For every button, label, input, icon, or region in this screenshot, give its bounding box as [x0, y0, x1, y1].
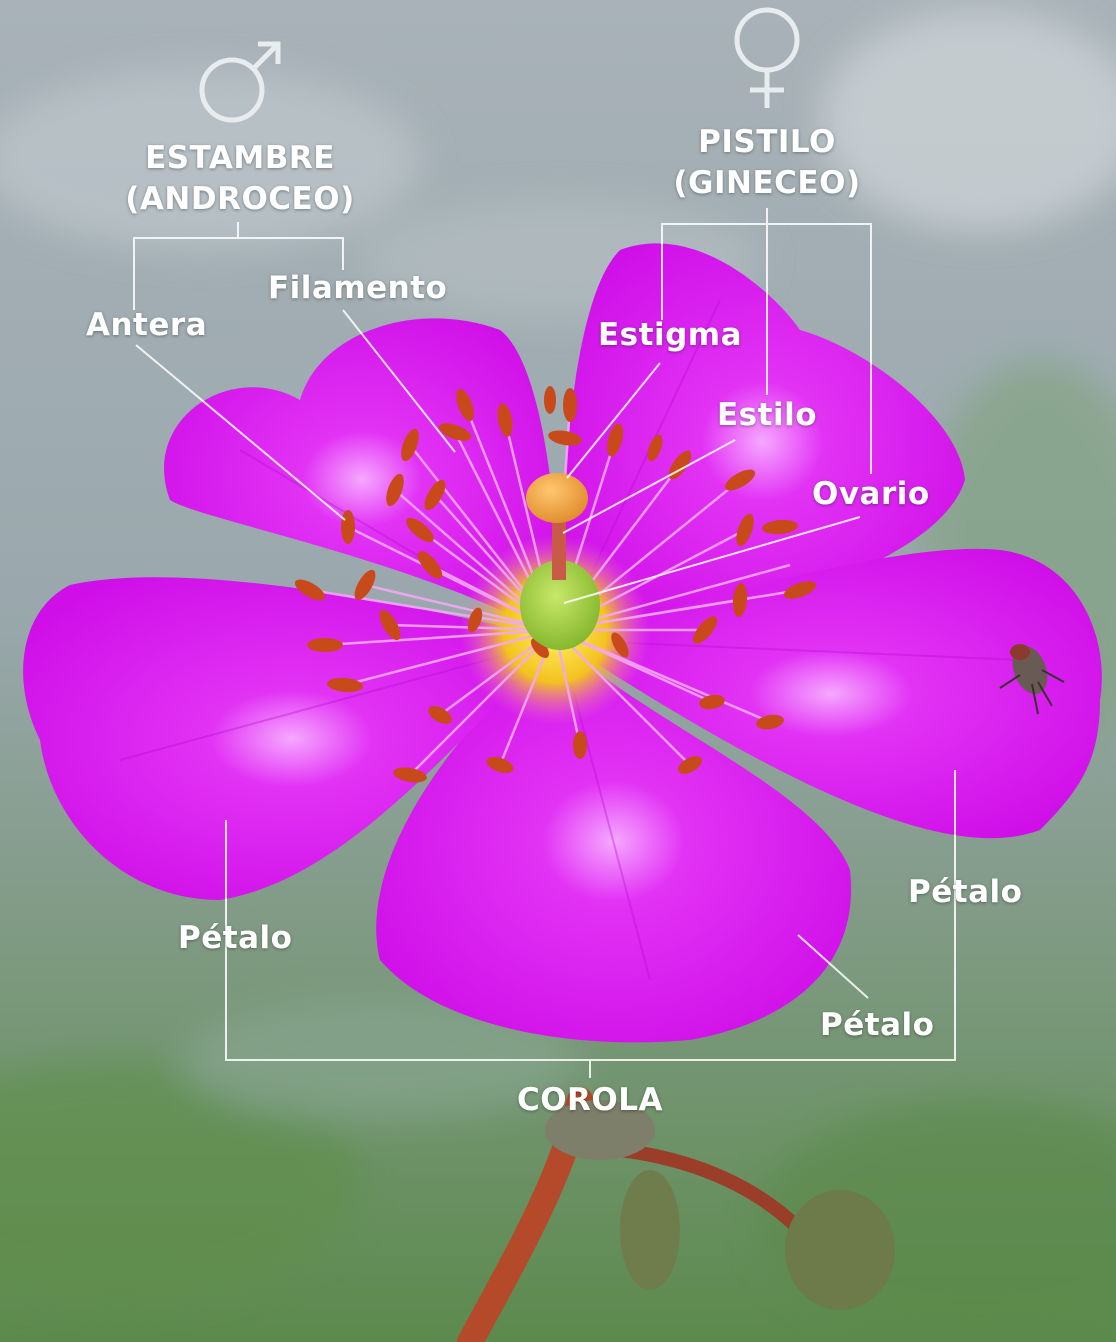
pistil-title: PISTILO: [650, 122, 884, 163]
pistil-group-label: PISTILO (GINECEO): [650, 122, 884, 204]
male-symbol-icon: [196, 40, 286, 126]
style-label: Estilo: [717, 395, 817, 436]
petal-bottom-label: Pétalo: [820, 1005, 934, 1046]
corolla-label: COROLA: [490, 1080, 690, 1121]
stamen-group-label: ESTAMBRE (ANDROCEO): [120, 138, 360, 220]
pistil-subtitle: (GINECEO): [650, 163, 884, 204]
stamen-title: ESTAMBRE: [120, 138, 360, 179]
stamen-subtitle: (ANDROCEO): [120, 179, 360, 220]
stigma-label: Estigma: [598, 315, 742, 356]
petal-left-label: Pétalo: [178, 918, 292, 959]
stigma-shape: [526, 473, 588, 523]
female-symbol-icon: [728, 6, 806, 110]
anther-label: Antera: [86, 305, 207, 346]
ovary-label: Ovario: [812, 474, 930, 515]
filament-label: Filamento: [268, 268, 447, 309]
petal-right-label: Pétalo: [908, 872, 1022, 913]
